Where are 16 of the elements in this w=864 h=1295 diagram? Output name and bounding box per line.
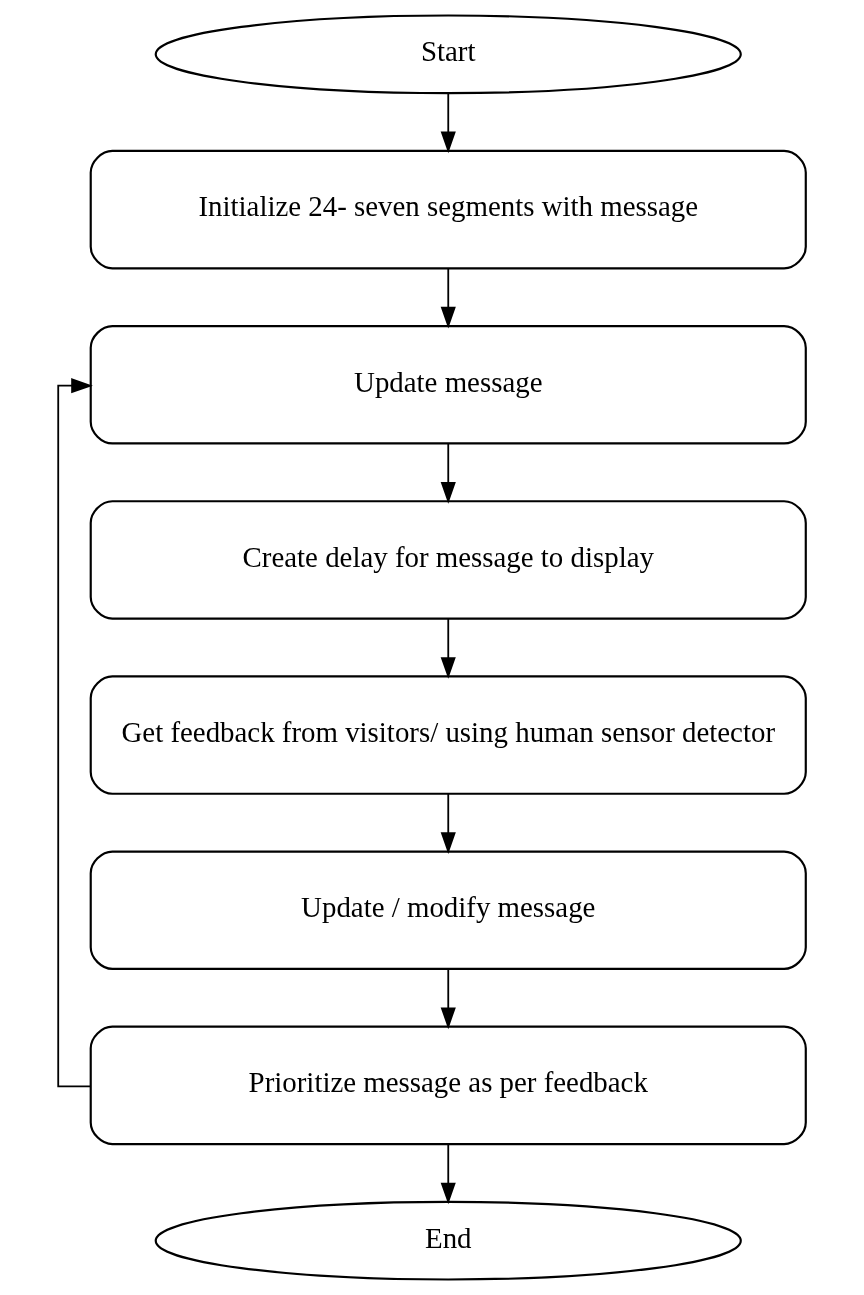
node-ellipse: Start [154,14,742,95]
node-box: Update message [89,325,807,445]
arrow [440,267,456,329]
node-box: Create delay for message to display [89,500,807,620]
arrow [440,92,456,154]
node-ellipse: End [154,1200,742,1281]
arrow [440,968,456,1030]
arrow [440,1143,456,1205]
arrow [440,442,456,504]
arrow [440,617,456,679]
arrow [57,378,93,1088]
node-box: Initialize 24- seven segments with message [89,149,807,270]
node-box: Get feedback from visitors/ using human sensor detector [89,675,807,795]
node-box: Prioritize message as per feedback [89,1025,807,1146]
arrow [440,793,456,854]
node-box: Update / modify message [89,850,807,970]
